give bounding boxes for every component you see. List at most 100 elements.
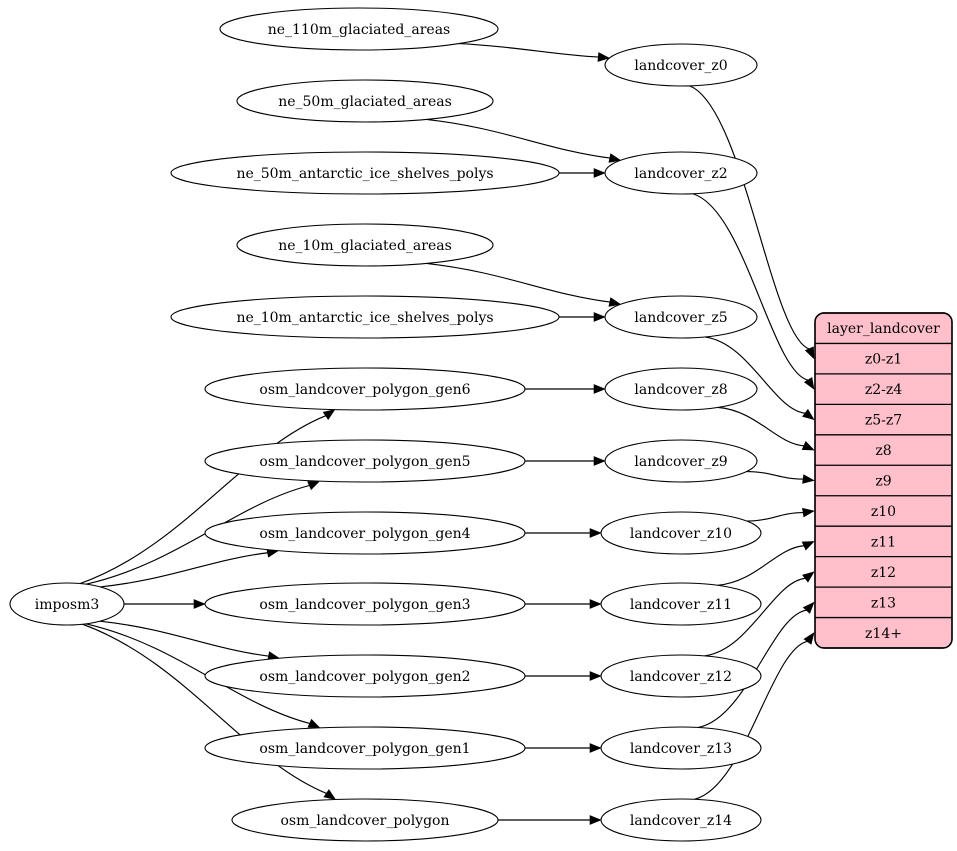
layer-table-row-label[interactable]: z10 [871, 504, 896, 520]
edge-arrowhead [589, 671, 602, 681]
layer-table-row-label[interactable]: z12 [871, 565, 896, 581]
node-label: landcover_z2 [634, 166, 727, 182]
graph-node-landcover_z10[interactable]: landcover_z10 [600, 511, 762, 555]
edge-arrowhead [608, 153, 622, 163]
graph-node-ne_50m_glaciated_areas[interactable]: ne_50m_glaciated_areas [236, 79, 494, 123]
graph-edge [704, 577, 806, 657]
graph-node-osm_landcover_polygon_gen3[interactable]: osm_landcover_polygon_gen3 [204, 582, 526, 626]
node-label: osm_landcover_polygon_gen5 [259, 454, 470, 470]
edge-arrowhead [322, 409, 336, 420]
layer-table-row-label[interactable]: z0-z1 [865, 352, 902, 368]
edge-arrowhead [593, 168, 606, 178]
layer-table-row-label[interactable]: z9 [875, 474, 891, 490]
node-label: osm_landcover_polygon_gen1 [259, 741, 470, 757]
node-label: landcover_z10 [630, 526, 732, 542]
graph-node-ne_110m_glaciated_areas[interactable]: ne_110m_glaciated_areas [219, 7, 499, 51]
edge-arrowhead [193, 599, 206, 609]
node-ellipse [600, 654, 762, 698]
graph-node-landcover_z12[interactable]: landcover_z12 [600, 654, 762, 698]
node-ellipse [170, 295, 560, 339]
edge-arrowhead [589, 815, 602, 825]
edge-arrowhead [801, 441, 815, 451]
edge-arrowhead [804, 346, 815, 360]
layer-table-row-label[interactable]: z14+ [865, 626, 902, 642]
node-ellipse [204, 654, 526, 698]
graph-edge [746, 470, 804, 480]
edge-arrowhead [802, 408, 815, 421]
layer-table-row-label[interactable]: z2-z4 [865, 382, 902, 398]
layer-table-header-label[interactable]: layer_landcover [827, 321, 940, 337]
node-label: ne_110m_glaciated_areas [268, 22, 450, 38]
graph-edge [694, 640, 808, 800]
graph-node-landcover_z8[interactable]: landcover_z8 [604, 367, 758, 411]
graph-edge [717, 406, 805, 447]
node-ellipse [204, 511, 526, 555]
edge-arrowhead [803, 376, 815, 390]
node-ellipse [600, 798, 762, 842]
graph-node-landcover_z0[interactable]: landcover_z0 [604, 43, 758, 87]
layer-table-row-label[interactable]: z11 [871, 534, 896, 550]
edge-arrowhead [323, 789, 337, 800]
node-ellipse [9, 582, 125, 626]
node-label: osm_landcover_polygon_gen2 [259, 669, 470, 685]
edge-arrowhead [307, 718, 321, 729]
edge-arrowhead [597, 52, 611, 62]
node-ellipse [604, 295, 758, 339]
graph-node-landcover_z5[interactable]: landcover_z5 [604, 295, 758, 339]
node-ellipse [604, 367, 758, 411]
node-label: landcover_z9 [634, 454, 727, 470]
node-ellipse [170, 151, 560, 195]
graph-node-landcover_z13[interactable]: landcover_z13 [600, 726, 762, 770]
node-label: landcover_z8 [634, 382, 727, 398]
graph-node-ne_10m_antarctic_ice_shelves_polys[interactable]: ne_10m_antarctic_ice_shelves_polys [170, 295, 560, 339]
node-ellipse [236, 79, 494, 123]
node-label: landcover_z12 [630, 669, 732, 685]
graph-node-osm_landcover_polygon_gen6[interactable]: osm_landcover_polygon_gen6 [204, 367, 526, 411]
graph-node-landcover_z11[interactable]: landcover_z11 [600, 582, 762, 626]
graph-edge [704, 336, 806, 414]
graph-edge [426, 262, 611, 303]
edges-layer [79, 43, 815, 825]
edge-arrowhead [593, 384, 606, 394]
graph-node-osm_landcover_polygon_gen2[interactable]: osm_landcover_polygon_gen2 [204, 654, 526, 698]
graph-edge [689, 85, 810, 350]
graph-edge [746, 511, 804, 522]
graph-node-osm_landcover_polygon_gen4[interactable]: osm_landcover_polygon_gen4 [204, 511, 526, 555]
node-label: osm_landcover_polygon [280, 813, 449, 829]
node-ellipse [236, 223, 494, 267]
graph-node-landcover_z14[interactable]: landcover_z14 [600, 798, 762, 842]
graph-node-ne_50m_antarctic_ice_shelves_polys[interactable]: ne_50m_antarctic_ice_shelves_polys [170, 151, 560, 195]
node-ellipse [219, 7, 499, 51]
layer-table-row-label[interactable]: z5-z7 [865, 413, 902, 429]
layer-landcover-table: layer_landcover z0-z1 z2-z4 z5-z7 z8 z9 z10 z11… [814, 312, 953, 649]
node-ellipse [600, 726, 762, 770]
node-ellipse [604, 43, 758, 87]
graph-edge [458, 43, 599, 58]
graph-node-osm_landcover_polygon[interactable]: osm_landcover_polygon [231, 798, 499, 842]
layer-table-row-label[interactable]: z13 [871, 595, 896, 611]
edge-arrowhead [802, 474, 815, 484]
edge-arrowhead [589, 743, 602, 753]
edge-arrowhead [593, 312, 606, 322]
graph-edge [426, 118, 611, 159]
graph-node-ne_10m_glaciated_areas[interactable]: ne_10m_glaciated_areas [236, 223, 494, 267]
graph-edge [100, 552, 269, 588]
graph-node-landcover_z9[interactable]: landcover_z9 [604, 439, 758, 483]
node-label: imposm3 [35, 597, 100, 613]
edge-arrowhead [608, 297, 622, 307]
edge-arrowhead [593, 456, 606, 466]
node-ellipse [204, 367, 526, 411]
node-ellipse [604, 439, 758, 483]
layer-table-outline [814, 312, 953, 649]
graph-edge [85, 623, 311, 725]
graph-node-imposm3[interactable]: imposm3 [9, 582, 125, 626]
layer-table-row-label[interactable]: z8 [875, 443, 891, 459]
graph-edge [82, 623, 328, 795]
graph-node-landcover_z2[interactable]: landcover_z2 [604, 151, 758, 195]
graph-node-osm_landcover_polygon_gen1[interactable]: osm_landcover_polygon_gen1 [204, 726, 526, 770]
node-ellipse [600, 582, 762, 626]
node-ellipse [204, 439, 526, 483]
graph-node-osm_landcover_polygon_gen5[interactable]: osm_landcover_polygon_gen5 [204, 439, 526, 483]
